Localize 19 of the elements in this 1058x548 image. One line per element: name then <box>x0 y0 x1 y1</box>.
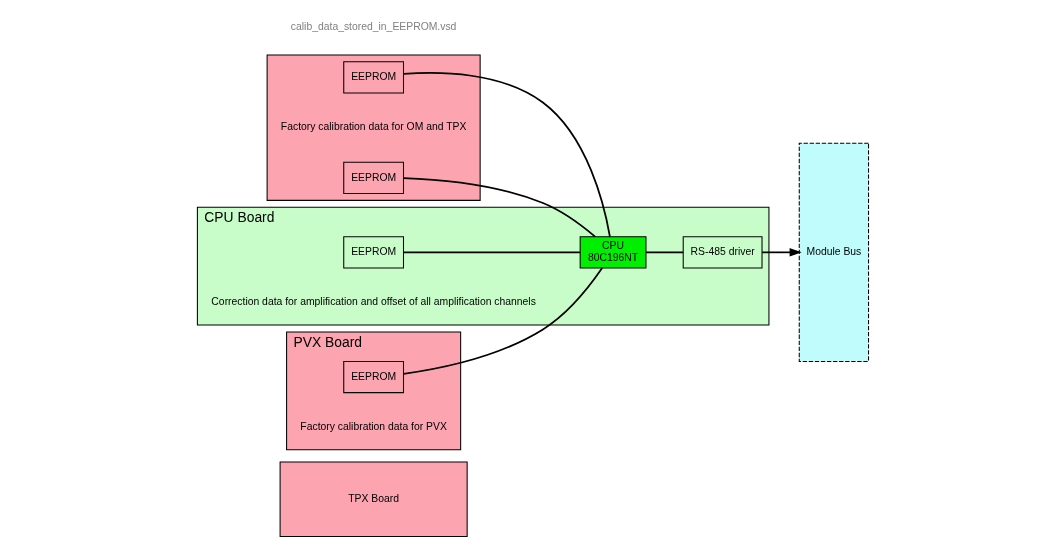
connector <box>402 267 603 375</box>
connector <box>402 72 611 238</box>
connector <box>644 251 684 254</box>
node-box: RS-485 driver <box>682 236 763 269</box>
node-box: EEPROM <box>342 61 404 94</box>
node-box: EEPROM <box>342 236 404 269</box>
node-box: EEPROM <box>342 360 404 394</box>
node-box: TPX Board <box>279 461 468 537</box>
connector <box>402 177 596 238</box>
node-box: EEPROM <box>342 161 404 194</box>
cluster <box>266 54 481 201</box>
node-box: CPU 80C196NT <box>579 236 646 269</box>
node-label: Correction data for amplification and offset of all amplification channels <box>210 296 536 308</box>
node-box: Module Bus <box>798 142 869 362</box>
label: calib_data_stored_in_EEPROM.vsd <box>290 20 456 32</box>
connector <box>402 251 581 254</box>
node-label: Factory calibration data for OM and TPX <box>280 121 466 133</box>
node-label: Factory calibration data for PVX <box>299 420 447 432</box>
arrow <box>760 248 802 257</box>
